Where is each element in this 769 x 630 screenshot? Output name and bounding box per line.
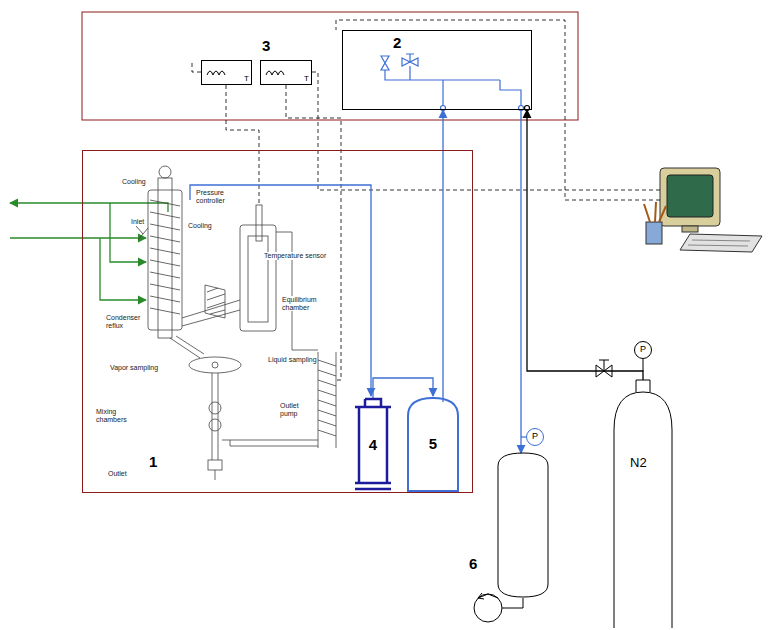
thermocouple-box: T xyxy=(260,60,312,85)
part-label: Cooling xyxy=(188,222,212,230)
thermocouple-box: T xyxy=(201,60,252,85)
part-label: Condenser reflux xyxy=(106,314,144,329)
node-label: T xyxy=(304,75,309,84)
vacuum-line xyxy=(520,110,521,453)
computer-icon xyxy=(644,168,762,252)
control-frame xyxy=(82,12,578,120)
vacuum-tank-outline xyxy=(498,453,548,597)
gas-cylinder-outline xyxy=(614,380,672,628)
cooling-water-line xyxy=(10,203,168,300)
part-label: Liquid sampling xyxy=(268,356,317,364)
callout-number: 3 xyxy=(262,38,270,55)
node-label: 4 xyxy=(369,437,377,454)
node-label: P xyxy=(532,432,538,442)
pump-symbol xyxy=(474,594,502,622)
pressure-gauge: P xyxy=(634,341,652,359)
part-label: Outlet pump xyxy=(280,402,310,417)
gas-cylinder-outline xyxy=(612,380,674,628)
part-label: Vapor sampling xyxy=(110,364,158,372)
gas-cylinder: N2 xyxy=(612,380,674,628)
pump-symbol xyxy=(478,593,484,599)
ballast-vessel-outline xyxy=(408,398,458,491)
vacuum-line xyxy=(373,378,433,399)
vacuum-tank-outline xyxy=(497,452,549,598)
node-label: N2 xyxy=(630,456,647,470)
ballast-vessel: 5 xyxy=(406,396,460,493)
valve-manifold xyxy=(381,54,530,111)
ebulliometer-illustration xyxy=(136,166,336,480)
node-label: 1 xyxy=(149,454,157,471)
node-label: 6 xyxy=(469,556,477,573)
pump-line xyxy=(502,598,523,608)
node-label: T xyxy=(244,75,249,84)
pressure-line xyxy=(190,185,371,396)
pump-symbol xyxy=(478,594,498,598)
part-label: Cooling xyxy=(122,178,146,186)
part-label: Temperature sensor xyxy=(264,252,326,260)
valve-symbol xyxy=(596,360,612,377)
pressure-gauge: P xyxy=(526,428,544,446)
vacuum-line xyxy=(442,110,443,402)
part-label: Pressure controller xyxy=(196,189,234,204)
vacuum-tank: 6 xyxy=(497,452,549,598)
part-label: Outlet xyxy=(108,470,127,478)
part-label: Mixing chambers xyxy=(96,408,132,423)
gauge-stem xyxy=(643,359,644,371)
buffer-vessel-outline xyxy=(355,399,391,489)
part-label: Inlet xyxy=(131,218,144,226)
gas-line xyxy=(527,110,643,380)
signal-wire xyxy=(192,20,660,380)
node-label: 5 xyxy=(429,436,437,453)
node-label: P xyxy=(640,345,646,355)
buffer-vessel: 4 xyxy=(353,399,393,491)
node-label: 2 xyxy=(393,35,401,52)
controller-box: 2 xyxy=(342,30,532,110)
part-label: Equilibrium chamber xyxy=(282,296,324,311)
